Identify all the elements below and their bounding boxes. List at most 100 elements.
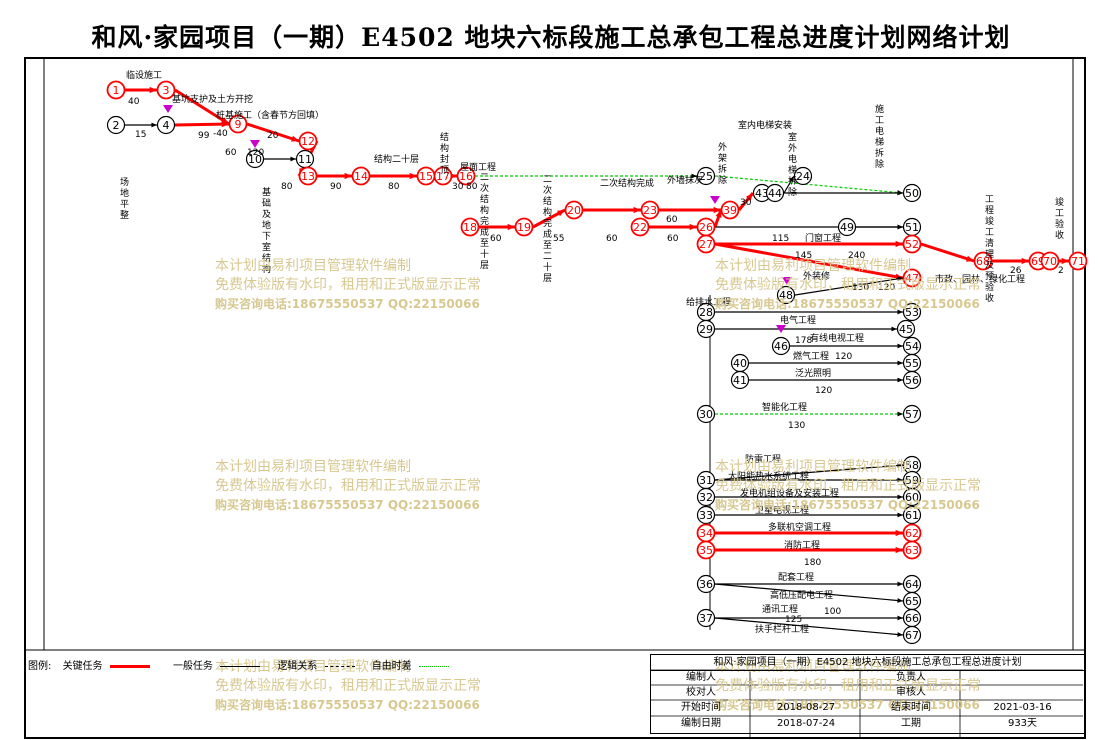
node-label-43: 43 xyxy=(755,187,769,200)
node-label-29: 29 xyxy=(699,323,713,336)
node-label-48: 48 xyxy=(779,289,793,302)
node-label-47: 47 xyxy=(905,272,919,285)
activity-label: 泛光照明 xyxy=(795,367,831,379)
node-label-65: 65 xyxy=(905,595,919,608)
activity-label: 构 xyxy=(543,206,552,218)
activity-label: 115 xyxy=(772,234,789,244)
activity-label: 电气工程 xyxy=(780,314,816,326)
watermark-6: 本计划由易利项目管理软件编制免费体验版有水印，租用和正式版显示正常购买咨询电话:… xyxy=(715,659,981,712)
node-circle-37 xyxy=(696,608,716,628)
activity-label: 次 xyxy=(543,184,552,196)
activity-label: 多联机空调工程 xyxy=(768,521,831,533)
checker-label: 校对人 xyxy=(686,687,716,698)
node-label-35: 35 xyxy=(699,544,713,557)
node-label-1: 1 xyxy=(113,84,120,97)
arrowhead-34-62 xyxy=(895,529,903,537)
node-circle-24 xyxy=(793,166,813,186)
activity-label: 十 xyxy=(480,248,489,260)
arrowhead-31-59 xyxy=(897,477,903,483)
activity-label: 60 xyxy=(490,234,502,244)
node-label-53: 53 xyxy=(905,306,919,319)
activity-label: 消防工程 xyxy=(784,539,820,551)
activity-arrow-25-50 xyxy=(714,175,904,194)
arrowhead-16-25 xyxy=(691,173,697,179)
node-circle-48 xyxy=(776,285,796,305)
activity-label: 120 xyxy=(878,283,895,293)
activity-label: 130 xyxy=(852,283,869,293)
activity-label: 通讯工程 xyxy=(762,604,798,615)
activity-label: 成 xyxy=(543,228,552,240)
node-label-62: 62 xyxy=(905,527,919,540)
activity-label: 理 xyxy=(985,249,994,260)
arrowhead-44-50 xyxy=(897,190,903,196)
node-label-27: 27 xyxy=(699,238,713,251)
info-table: 和风·家园项目（一期）E4502 地块六标段施工总承包工程总进度计划 编制人 负… xyxy=(650,654,1085,734)
activity-label: 地 xyxy=(120,187,129,199)
activity-label: 结 xyxy=(480,193,489,205)
legend-label: 图例: xyxy=(28,661,52,672)
node-label-10: 10 xyxy=(248,153,262,166)
arrowhead-4-9 xyxy=(221,121,229,128)
node-circle-50 xyxy=(902,183,922,203)
arrowhead-31-58 xyxy=(897,463,903,468)
logic-marker xyxy=(776,325,786,333)
activity-label: 60 xyxy=(667,234,679,244)
activity-label: 外墙抹灰 xyxy=(667,174,703,186)
arrowhead-49-51 xyxy=(897,224,903,230)
activity-label: -40 xyxy=(213,129,228,139)
activity-label: 防雷工程 xyxy=(745,453,781,465)
activity-label: 120 xyxy=(835,352,852,362)
activity-label: 临设施工 xyxy=(126,69,162,81)
node-label-67: 67 xyxy=(905,629,919,642)
node-circle-53 xyxy=(902,302,922,322)
node-circle-9 xyxy=(228,114,248,134)
watermark-4: 本计划由易利项目管理软件编制免费体验版有水印，租用和正式版显示正常购买咨询电话:… xyxy=(715,459,981,512)
activity-label: 整 xyxy=(120,209,129,221)
node-circle-10 xyxy=(245,149,265,169)
node-circle-68 xyxy=(973,251,993,271)
node-label-17: 17 xyxy=(436,170,450,183)
arrowhead-36-65 xyxy=(897,598,903,603)
node-circle-23 xyxy=(640,200,660,220)
activity-label: 工 xyxy=(985,228,994,238)
arrowhead-22-26 xyxy=(689,223,697,231)
node-circle-17 xyxy=(433,166,453,186)
node-label-45: 45 xyxy=(899,323,913,336)
activity-label: 工 xyxy=(1055,209,1064,219)
arrowhead-52-68 xyxy=(966,255,974,262)
arrowhead-18-19 xyxy=(507,223,515,231)
activity-label: 工 xyxy=(875,116,884,126)
activity-label: 有线电视工程 xyxy=(810,332,864,344)
node-circle-12 xyxy=(298,131,318,151)
activity-arrow-31-58 xyxy=(714,464,904,481)
activity-label: 电 xyxy=(788,153,797,165)
activity-arrow-27-47 xyxy=(714,242,904,280)
activity-label: 二 xyxy=(543,175,552,185)
activity-label: 120 xyxy=(815,386,832,396)
activity-label: 外装修 xyxy=(803,270,830,282)
node-label-54: 54 xyxy=(905,340,919,353)
legend: 图例: 关键任务 一般任务 逻辑关系 自由时差 xyxy=(28,657,453,672)
activity-label: 55 xyxy=(553,234,564,244)
logic-marker xyxy=(250,140,260,148)
node-circle-56 xyxy=(902,370,922,390)
node-circle-27 xyxy=(696,234,716,254)
arrowhead-36-64 xyxy=(897,581,903,587)
activity-label: 240 xyxy=(848,251,865,261)
node-label-4: 4 xyxy=(163,119,170,132)
activity-label: 外 xyxy=(718,141,727,153)
activity-label: 次 xyxy=(480,182,489,194)
reviewer-label: 审核人 xyxy=(896,687,926,698)
activity-label: 基坑支护及土方开挖 xyxy=(172,93,253,105)
node-circle-46 xyxy=(771,336,791,356)
arrowhead-35-63 xyxy=(895,546,903,554)
arrowhead-9-12 xyxy=(291,135,299,142)
node-label-36: 36 xyxy=(699,578,713,591)
end-label: 结束时间 xyxy=(891,702,931,713)
activity-label: 验 xyxy=(1055,218,1064,230)
activity-label: 工 xyxy=(985,195,994,205)
node-label-71: 71 xyxy=(1071,255,1085,268)
editor-label: 编制人 xyxy=(686,672,716,683)
activity-label: 结 xyxy=(262,252,271,264)
activity-label: 拆 xyxy=(788,175,797,187)
